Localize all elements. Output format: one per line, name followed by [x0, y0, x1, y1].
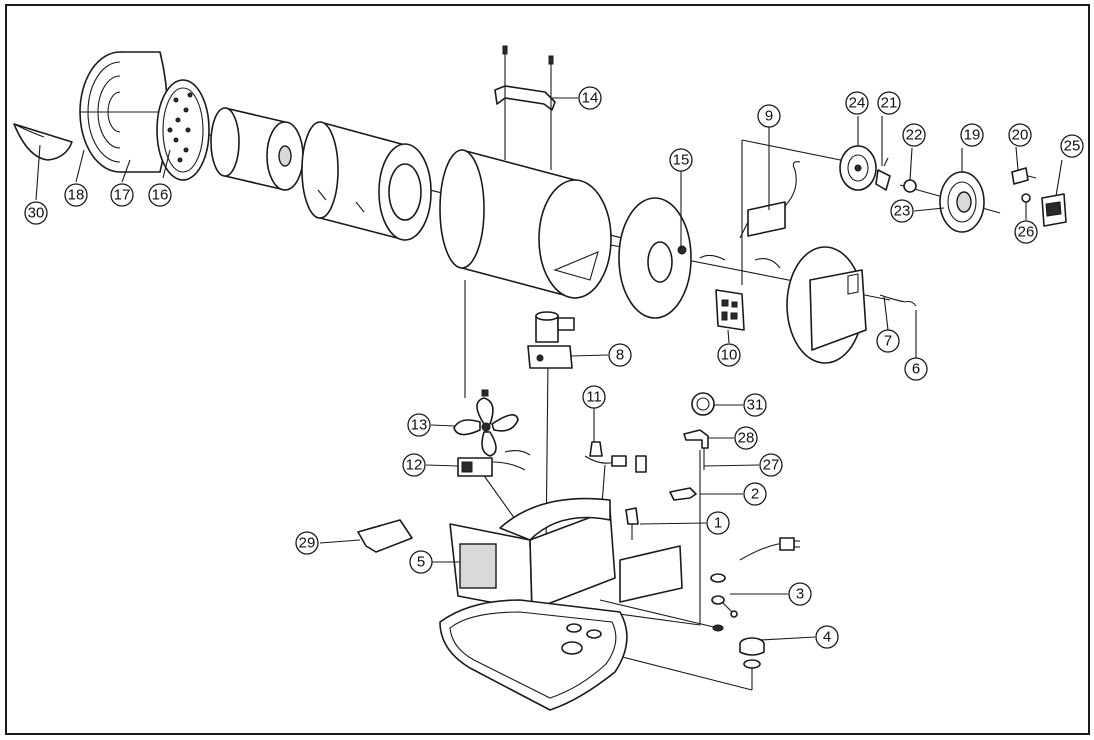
part-inner-cylinder: [301, 121, 432, 241]
callout-label: 13: [411, 417, 428, 434]
callout-label: 8: [616, 347, 624, 364]
part-8-air-pump: [527, 311, 575, 369]
part-31-fuel-gauge: [691, 392, 715, 416]
callout-13: 13: [407, 413, 431, 437]
part-20-bracket: [1011, 167, 1037, 185]
callout-19: 19: [960, 123, 984, 147]
callout-25: 25: [1060, 134, 1084, 158]
callout-label: 16: [152, 187, 169, 204]
part-19-23-pump: [939, 171, 985, 233]
callout-label: 20: [1012, 127, 1029, 144]
callout-label: 1: [714, 515, 722, 532]
callout-30: 30: [24, 201, 48, 225]
part-21-nozzle: [875, 157, 891, 191]
callout-leaders: [35, 97, 1063, 641]
part-power-cord: [739, 537, 800, 561]
callout-5: 5: [409, 550, 433, 574]
callout-label: 18: [68, 187, 85, 204]
callout-29: 29: [295, 531, 319, 555]
callout-26: 26: [1014, 220, 1038, 244]
part-25-motor: [1041, 193, 1067, 227]
callout-label: 27: [763, 457, 780, 474]
part-15-rear-disk: [618, 197, 726, 319]
callout-3: 3: [788, 582, 812, 606]
callout-label: 24: [849, 95, 866, 112]
callout-7: 7: [876, 329, 900, 353]
callout-28: 28: [734, 426, 758, 450]
diagram-frame: [5, 4, 1090, 735]
callout-label: 30: [28, 205, 45, 222]
callout-label: 4: [823, 629, 831, 646]
part-back-cover: [754, 246, 867, 364]
part-14-handle: [494, 45, 556, 170]
callout-label: 7: [884, 333, 892, 350]
callout-21: 21: [877, 91, 901, 115]
callout-11: 11: [582, 385, 606, 409]
callout-2: 2: [743, 482, 767, 506]
part-3-fuel-filter: [710, 573, 738, 632]
callout-6: 6: [904, 357, 928, 381]
callout-14: 14: [578, 86, 602, 110]
callout-label: 26: [1018, 224, 1035, 241]
part-fuel-tank: [439, 599, 628, 711]
callout-20: 20: [1008, 123, 1032, 147]
callout-31: 31: [743, 393, 767, 417]
callout-label: 22: [906, 127, 923, 144]
callout-label: 6: [912, 361, 920, 378]
callout-10: 10: [717, 343, 741, 367]
part-16-grille: [156, 79, 210, 181]
callout-16: 16: [148, 183, 172, 207]
part-22-fitting: [903, 179, 917, 193]
callout-label: 21: [881, 95, 898, 112]
callout-label: 12: [406, 457, 423, 474]
callout-9: 9: [757, 104, 781, 128]
callout-label: 11: [586, 389, 602, 406]
part-18-front-guard: [79, 51, 169, 173]
callout-label: 28: [738, 430, 755, 447]
callout-label: 25: [1064, 138, 1081, 155]
part-26-clip: [1021, 193, 1031, 203]
callout-label: 17: [114, 187, 131, 204]
part-28-27-2-fittings: [625, 429, 709, 540]
part-7-6-wires: [879, 294, 917, 307]
callout-27: 27: [759, 453, 783, 477]
part-5-base-frame: [449, 497, 683, 611]
part-outer-shell: [439, 149, 612, 299]
callout-18: 18: [64, 183, 88, 207]
callout-label: 29: [299, 535, 316, 552]
callout-label: 10: [721, 347, 738, 364]
callout-label: 2: [751, 486, 759, 503]
callout-8: 8: [608, 343, 632, 367]
callout-23: 23: [890, 199, 914, 223]
callout-15: 15: [669, 148, 693, 172]
callout-24: 24: [845, 91, 869, 115]
part-30-deflector: [13, 123, 73, 161]
part-13-fan-blade: [453, 389, 519, 457]
callout-label: 23: [894, 203, 911, 220]
callout-label: 9: [765, 108, 773, 125]
part-12-fan-motor: [457, 449, 531, 477]
callout-label: 14: [582, 90, 599, 107]
callout-label: 3: [796, 586, 804, 603]
callout-label: 15: [673, 152, 690, 169]
callout-17: 17: [110, 183, 134, 207]
callout-label: 31: [747, 397, 764, 414]
part-9-transformer: [739, 161, 801, 239]
part-11-switch: [584, 441, 647, 473]
callout-label: 19: [964, 127, 981, 144]
part-combustion-chamber: [210, 107, 304, 191]
callout-22: 22: [902, 123, 926, 147]
callout-4: 4: [815, 625, 839, 649]
part-10-control-board: [715, 289, 745, 331]
callout-12: 12: [402, 453, 426, 477]
part-4-tank-cap: [739, 637, 765, 669]
part-29-plate: [357, 519, 413, 553]
callout-label: 5: [417, 554, 425, 571]
part-24-fan-wheel: [839, 145, 877, 191]
callout-1: 1: [706, 511, 730, 535]
